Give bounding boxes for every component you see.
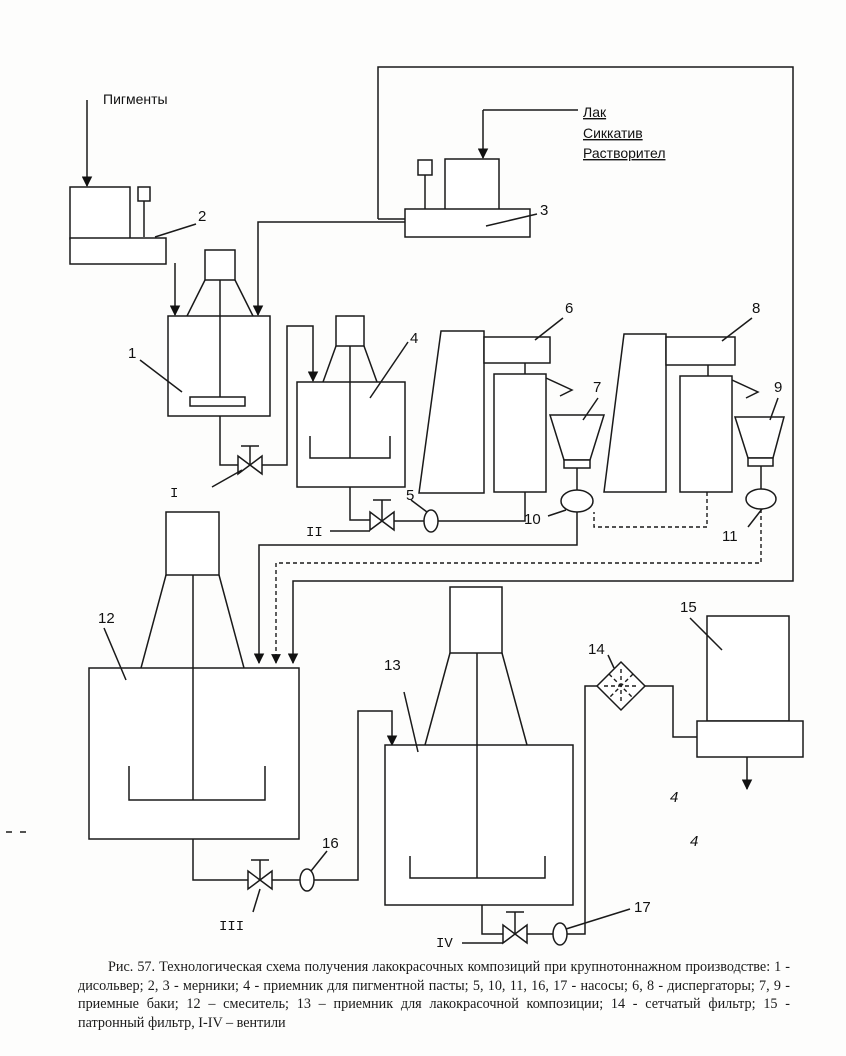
label-12: 12 <box>98 610 115 627</box>
label-15: 15 <box>680 599 697 616</box>
measurer-2-hopper <box>69 186 131 240</box>
measurer-3-gauge <box>417 159 433 176</box>
measurer-2: 2 <box>69 186 206 265</box>
label-vIV: IV <box>436 936 453 952</box>
label-6: 6 <box>565 300 573 317</box>
label-10: 10 <box>524 511 541 528</box>
line-10-to-12 <box>253 512 578 665</box>
mesh-filter-14: 14 <box>588 641 647 712</box>
lak-label: Лак <box>583 104 607 120</box>
feed-3-to-1 <box>252 221 405 317</box>
pigments-input: Пигменты <box>81 91 168 188</box>
label-5: 5 <box>406 487 414 504</box>
tank-7-funnel <box>548 414 606 461</box>
valve-IV-pump-17: IV 17 <box>436 899 651 952</box>
receiver-4-motor <box>335 315 365 347</box>
receiver-13-motor <box>449 586 503 654</box>
pump-17 <box>552 922 568 946</box>
mixer-12: 12 <box>88 511 300 840</box>
receiver-4: 4 <box>296 315 418 488</box>
receiver-4-tank <box>296 381 406 488</box>
pump-5 <box>423 509 439 533</box>
line-14-to-15 <box>645 685 697 738</box>
pump-10 <box>560 489 594 513</box>
disperser-6-frame <box>418 330 485 494</box>
line-17-to-14 <box>567 685 597 935</box>
filter-15-housing <box>706 615 790 722</box>
pigments-label: Пигменты <box>103 91 168 107</box>
disperser-8-drive <box>665 336 736 366</box>
receiver-13-tank <box>384 744 574 906</box>
tank-9-funnel <box>733 416 785 459</box>
stray-mark-b: 4 <box>690 833 698 850</box>
label-11: 11 <box>722 528 738 545</box>
disperser-8-frame <box>603 333 667 493</box>
measurer-3-hopper <box>444 158 500 211</box>
dissolver-1: 1 <box>128 249 271 417</box>
receiver-13: 13 <box>384 586 574 906</box>
disperser-6: 6 <box>418 300 574 494</box>
valve-III-pump-16: III 16 <box>192 835 339 935</box>
label-vII: II <box>306 525 323 541</box>
disperser-8: 8 <box>603 300 760 493</box>
measurer-2-body <box>69 237 167 265</box>
measurer-2-gauge <box>137 186 151 202</box>
line-1-to-4 <box>262 325 319 466</box>
rastvoritel-label: Растворител <box>583 145 666 161</box>
label-7: 7 <box>593 379 601 396</box>
label-14: 14 <box>588 641 605 658</box>
label-vIII: III <box>219 919 244 935</box>
line-11-to-12 <box>271 509 762 664</box>
mixer-12-motor <box>165 511 220 576</box>
disperser-6-drive <box>483 336 551 364</box>
line-16-to-13 <box>314 710 398 881</box>
label-2: 2 <box>198 208 206 225</box>
dashed-8-to-10 <box>593 492 708 528</box>
mixer-12-tank <box>88 667 300 840</box>
label-vI: I <box>170 486 178 502</box>
label-9: 9 <box>774 379 782 396</box>
sikkativ-label: Сиккатив <box>583 125 643 141</box>
tank-9: 9 11 <box>722 379 785 545</box>
figure-caption: Рис. 57. Технологическая схема получения… <box>78 959 790 1031</box>
label-16: 16 <box>322 835 339 852</box>
disperser-8-body <box>679 375 733 493</box>
pump-11 <box>745 488 777 510</box>
label-13: 13 <box>384 657 401 674</box>
dissolver-1-disk <box>189 396 246 407</box>
valve-I: I <box>170 416 263 502</box>
valve-II-pump-5: II 5 <box>306 487 526 541</box>
label-4: 4 <box>410 330 418 347</box>
solvents-input: Лак Сиккатив Растворител <box>477 104 666 161</box>
disperser-6-body <box>493 373 547 493</box>
dissolver-1-motor <box>204 249 236 281</box>
filter-15-base <box>696 720 804 758</box>
label-8: 8 <box>752 300 760 317</box>
measurer-3-body <box>404 208 531 238</box>
label-17: 17 <box>634 899 651 916</box>
pump-16 <box>299 868 315 892</box>
label-3: 3 <box>540 202 548 219</box>
stray-mark-a: 4 <box>670 789 678 806</box>
recirculation-line <box>287 66 794 665</box>
label-1: 1 <box>128 345 136 362</box>
measurer-3: 3 <box>404 158 548 238</box>
cartridge-filter-15: 15 <box>680 599 804 791</box>
